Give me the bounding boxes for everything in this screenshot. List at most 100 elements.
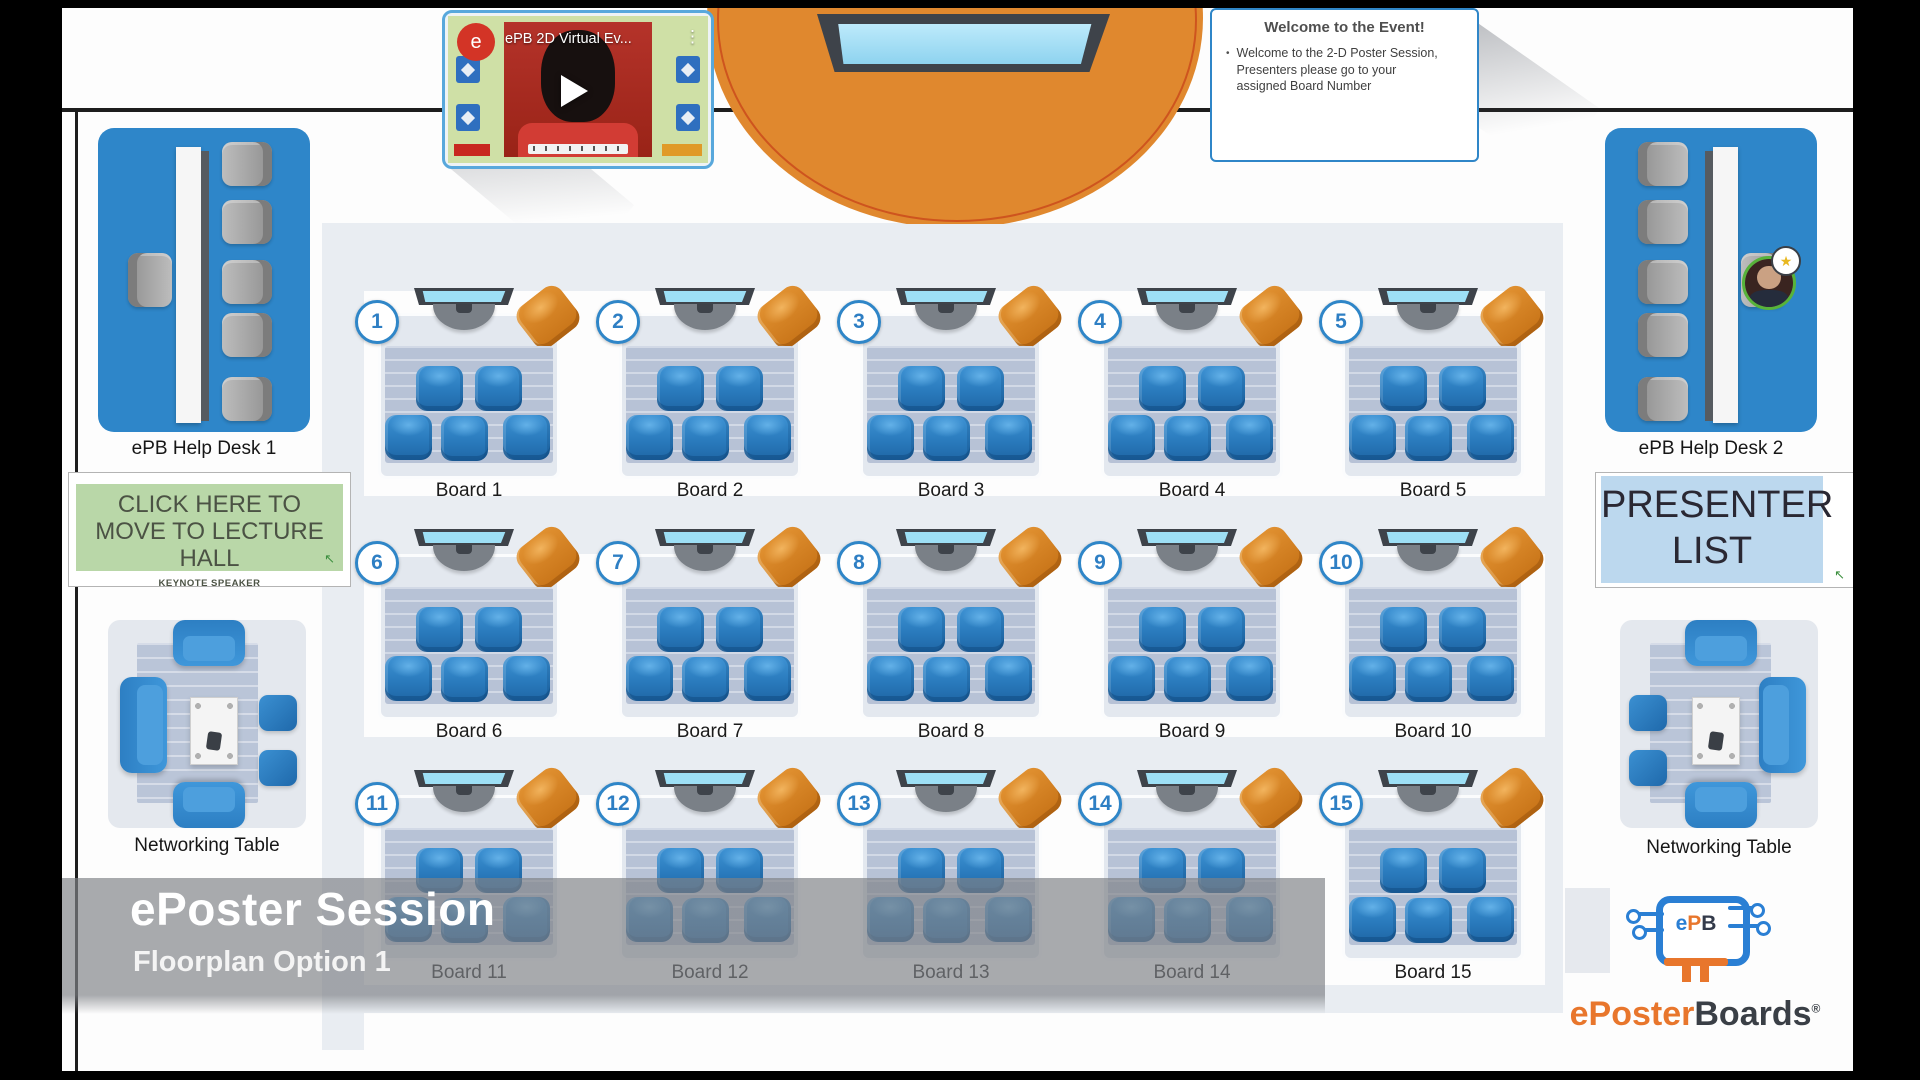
board-label: Board 10 xyxy=(1394,721,1472,742)
board-number-badge: 3 xyxy=(837,300,881,344)
lecture-hall-button[interactable]: CLICK HERE TO MOVE TO LECTURE HALL KEYNO… xyxy=(68,472,351,589)
coffee-table-icon xyxy=(190,697,238,765)
help-desk-2[interactable]: ★ xyxy=(1605,128,1817,432)
presenter-chair-icon xyxy=(752,521,826,595)
board-number-badge: 15 xyxy=(1319,782,1363,826)
presenter-chair-icon xyxy=(752,762,826,836)
attendee-chair-icon xyxy=(1467,897,1514,942)
attendee-chair-icon xyxy=(385,415,432,460)
attendee-chair-icon xyxy=(1108,415,1155,460)
play-icon[interactable] xyxy=(561,75,588,107)
attendee-chair-icon xyxy=(441,657,488,702)
help-desk-board-icon xyxy=(176,147,209,423)
board-number-badge: 13 xyxy=(837,782,881,826)
networking-table-left[interactable] xyxy=(108,620,306,828)
staff-chair-icon xyxy=(222,260,272,304)
welcome-note: Welcome to the Event! • Welcome to the 2… xyxy=(1210,8,1479,162)
monitor-icon xyxy=(1137,770,1237,816)
corner-expand-icon: ↖ xyxy=(1834,567,1845,582)
monitor-icon xyxy=(655,770,755,816)
board-label: Board 7 xyxy=(676,721,744,742)
attendee-chair-icon xyxy=(1380,607,1427,652)
monitor-icon xyxy=(896,529,996,575)
monitor-icon xyxy=(1378,288,1478,334)
presenter-chair-icon xyxy=(1475,762,1549,836)
board-number-badge: 8 xyxy=(837,541,881,585)
networking-table-left-label: Networking Table xyxy=(134,835,280,856)
welcome-note-text: Welcome to the 2-D Poster Session, Prese… xyxy=(1236,46,1438,94)
board-number-badge: 12 xyxy=(596,782,640,826)
board-label: Board 5 xyxy=(1399,480,1467,501)
presenter-chair-icon xyxy=(993,521,1067,595)
video-menu-icon[interactable]: ⋮ xyxy=(684,27,701,46)
attendee-chair-icon xyxy=(923,657,970,702)
attendee-chair-icon xyxy=(1439,848,1486,893)
attendee-chair-icon xyxy=(1226,656,1273,701)
welcome-note-title: Welcome to the Event! xyxy=(1264,19,1425,36)
board-label: Board 4 xyxy=(1158,480,1226,501)
presenter-list-line2: LIST xyxy=(1671,530,1753,573)
networking-table-right[interactable] xyxy=(1620,620,1818,828)
ottoman-icon xyxy=(259,750,297,786)
attendee-chair-icon xyxy=(1467,656,1514,701)
presenter-chair-icon xyxy=(752,280,826,354)
session-title: ePoster Session xyxy=(130,883,496,935)
monitor-icon xyxy=(414,770,514,816)
presenter-chair-icon xyxy=(1234,521,1308,595)
video-title: ePB 2D Virtual Ev... xyxy=(505,31,632,47)
staff-chair-icon xyxy=(222,142,272,186)
attendee-chair-icon xyxy=(1439,366,1486,411)
board-number-badge: 9 xyxy=(1078,541,1122,585)
attendee-chair-icon xyxy=(744,415,791,460)
poster-board-graphic-icon xyxy=(676,104,700,131)
attendee-chair-icon xyxy=(416,366,463,411)
coffee-table-icon xyxy=(1692,697,1740,765)
floor-patch xyxy=(1565,888,1610,973)
attendee-chair-icon xyxy=(1439,607,1486,652)
presenter-chair-icon xyxy=(511,762,585,836)
board-number-badge: 10 xyxy=(1319,541,1363,585)
monitor-icon xyxy=(1378,770,1478,816)
attendee-chair-icon xyxy=(867,656,914,701)
presenter-chair-icon xyxy=(993,280,1067,354)
presenter-chair-icon xyxy=(511,521,585,595)
presenter-list-face[interactable]: PRESENTER LIST xyxy=(1601,476,1834,583)
intro-video-player[interactable]: e ePB 2D Virtual Ev... ⋮ xyxy=(442,10,714,169)
attendee-chair-icon xyxy=(503,415,550,460)
presenter-chair-icon xyxy=(1234,280,1308,354)
attendee-chair-icon xyxy=(716,366,763,411)
board-label: Board 6 xyxy=(435,721,503,742)
monitor-icon xyxy=(896,288,996,334)
left-wall xyxy=(75,108,78,1071)
presenter-list-line1: PRESENTER xyxy=(1601,484,1834,526)
staff-chair-icon xyxy=(1638,260,1688,304)
board-label: Board 2 xyxy=(676,480,744,501)
board-number-badge: 6 xyxy=(355,541,399,585)
attendee-chair-icon xyxy=(626,656,673,701)
help-desk-2-label: ePB Help Desk 2 xyxy=(1638,438,1784,459)
board-label: Board 9 xyxy=(1158,721,1226,742)
lecture-hall-line2: MOVE TO LECTURE HALL xyxy=(95,517,324,572)
staff-chair-icon xyxy=(1638,313,1688,357)
board-number-badge: 7 xyxy=(596,541,640,585)
attendee-chair-icon xyxy=(957,366,1004,411)
help-desk-1[interactable] xyxy=(98,128,310,432)
presenter-list-button[interactable]: PRESENTER LIST ↖ xyxy=(1595,472,1854,588)
attendee-chair-icon xyxy=(475,366,522,411)
board-number-badge: 1 xyxy=(355,300,399,344)
lecture-hall-button-face[interactable]: CLICK HERE TO MOVE TO LECTURE HALL KEYNO… xyxy=(76,484,343,589)
board-number-badge: 2 xyxy=(596,300,640,344)
